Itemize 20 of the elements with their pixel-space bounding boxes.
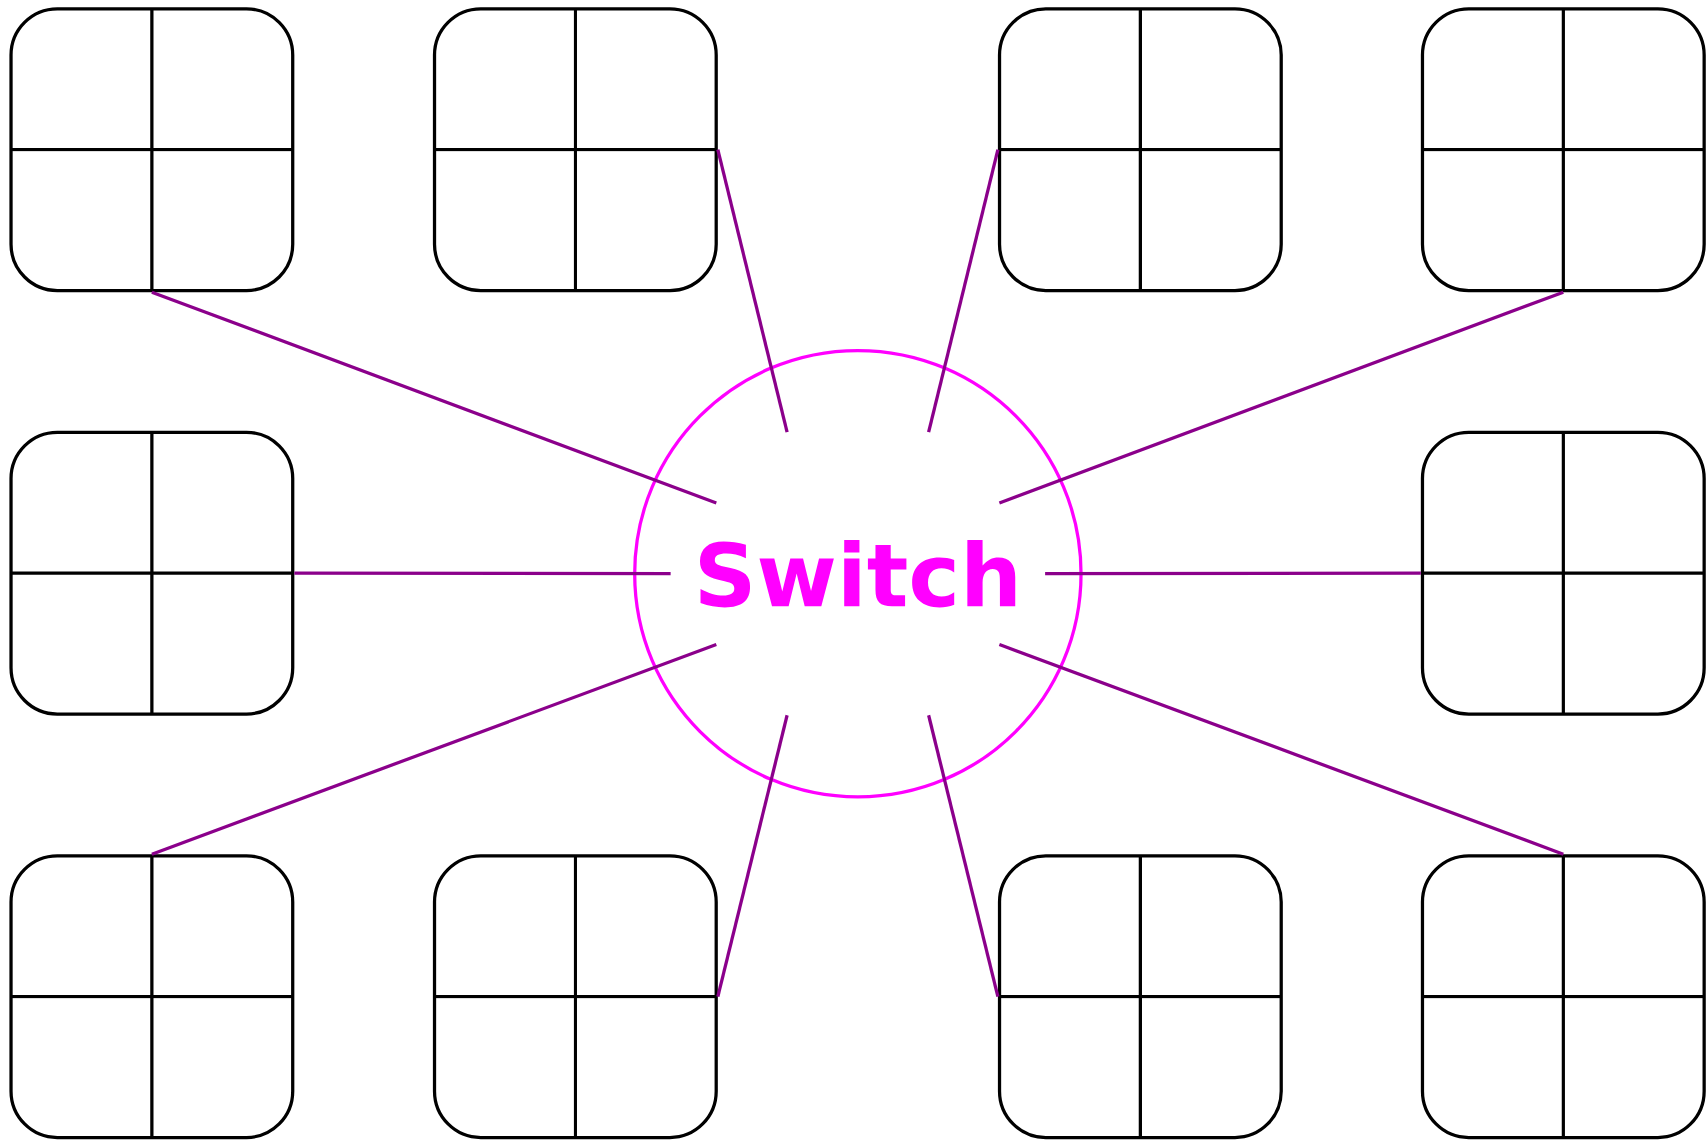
connector-line [998, 290, 1564, 505]
quad-box [1420, 430, 1706, 716]
connector-line [716, 149, 789, 433]
quad-box [432, 854, 718, 1140]
quad-box [1420, 854, 1706, 1140]
quad-box [9, 430, 295, 716]
connector-line [927, 149, 1000, 433]
connector-line [998, 642, 1564, 856]
quad-box [997, 7, 1283, 293]
quad-box [1420, 7, 1706, 293]
quad-box [997, 854, 1283, 1140]
connector-line [151, 290, 717, 505]
quad-box [432, 7, 718, 293]
connector-line [151, 642, 717, 856]
connector-line [927, 714, 1000, 998]
quad-box [9, 854, 295, 1140]
quad-box [9, 7, 295, 293]
connector-line [1045, 571, 1421, 576]
connector-line [294, 571, 671, 576]
connector-line [716, 714, 789, 998]
